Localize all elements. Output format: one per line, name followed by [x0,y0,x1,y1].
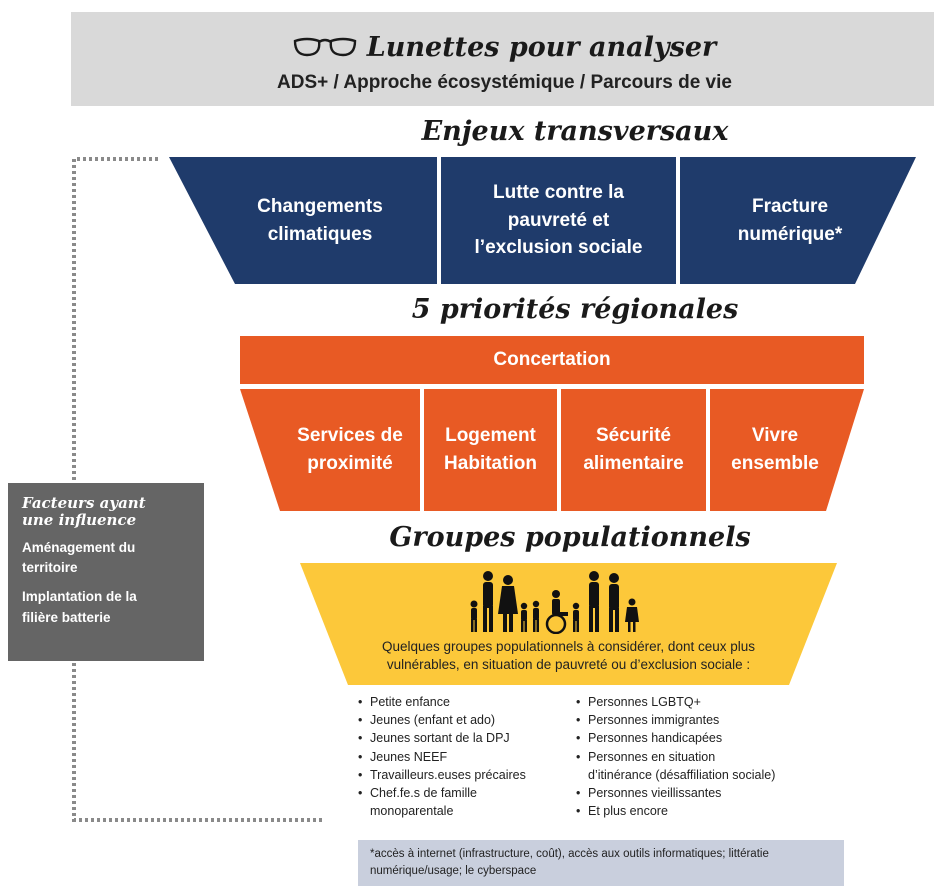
groupes-description: Quelques groupes populationnels à consid… [381,639,755,672]
enjeux-label-2: Lutte contre la pauvreté et l’exclusion … [474,182,643,259]
enjeux-segment-1 [169,157,437,284]
priorite-label-4: Vivre ensemble [731,425,819,474]
header-subtitle: ADS+ / Approche écosystémique / Parcours… [277,72,732,93]
priorite-label-2: Logement Habitation [444,425,537,474]
list-item: Personnes LGBTQ+ [576,693,836,711]
list-item: Travailleurs.euses précaires [358,766,568,784]
list-item: Chef.fe.s de famille monoparentale [358,784,568,820]
priorite-segment-3 [561,389,706,511]
list-item: Jeunes sortant de la DPJ [358,729,568,747]
groupes-list-left: Petite enfance Jeunes (enfant et ado) Je… [358,693,568,820]
list-item: Et plus encore [576,802,836,820]
list-item: Personnes immigrantes [576,711,836,729]
enjeux-label-1: Changements climatiques [257,195,383,245]
priorite-label-3: Sécurité alimentaire [583,425,684,474]
priorites-title: 5 priorités régionales [411,294,739,325]
list-item: Personnes handicapées [576,729,836,747]
influence-title: Facteurs ayant une influence [22,494,146,530]
priorite-segment-4 [710,389,864,511]
header-title-text: Lunettes pour analyser [366,32,717,63]
list-item: Jeunes (enfant et ado) [358,711,568,729]
enjeux-label-3: Fracture numérique* [737,195,843,245]
priorite-segment-1 [240,389,420,511]
groupes-title: Groupes populationnels [389,522,751,553]
concertation-bar: Concertation [240,336,864,384]
groupes-list-right: Personnes LGBTQ+ Personnes immigrantes P… [576,693,836,821]
enjeux-segment-3 [680,157,916,284]
footnote: *accès à internet (infrastructure, coût)… [358,840,844,886]
influence-item-2: Implantation de la filière batterie [22,589,137,626]
list-item: Personnes vieillissantes [576,784,836,802]
list-item: Jeunes NEEF [358,748,568,766]
priorite-segment-2 [424,389,557,511]
enjeux-title: Enjeux transversaux [421,116,729,147]
header-title: Lunettes pour analyser [71,32,934,64]
influence-item-1: Aménagement du territoire [22,539,136,576]
list-item: Personnes en situation d’itinérance (dés… [576,748,836,784]
people-silhouettes-icon [470,571,639,634]
header-band: Lunettes pour analyser ADS+ / Approche é… [71,12,934,106]
glasses-icon [293,33,357,64]
influence-box: Facteurs ayant une influence Aménagement… [8,483,204,661]
enjeux-segment-2 [441,157,676,284]
list-item: Petite enfance [358,693,568,711]
priorite-label-1: Services de proximité [297,425,403,474]
